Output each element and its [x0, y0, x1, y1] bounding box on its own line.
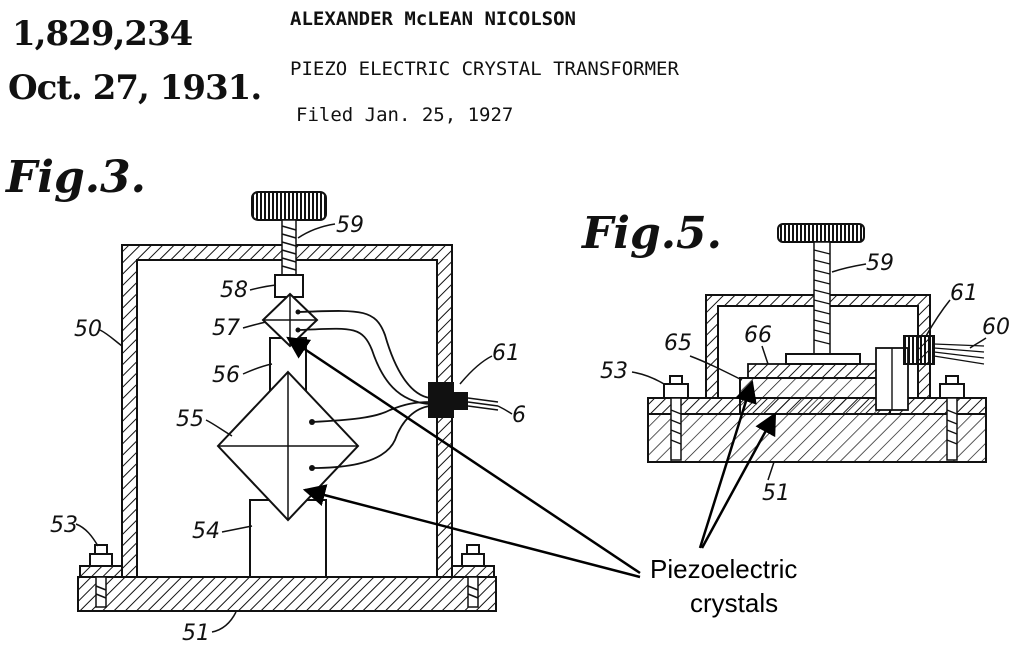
crystals-annotation: Piezoelectric crystals [286, 336, 797, 618]
fig5-housing [705, 294, 931, 399]
fig5-ref-61: 61 [950, 281, 978, 306]
fig5-terminal [903, 335, 985, 365]
arrow-to-fig5-electrode [698, 379, 757, 549]
fig3-lead-wires [297, 310, 431, 469]
annotation-line2: crystals [690, 588, 778, 618]
fig3-ref-54: 54 [192, 519, 220, 544]
fig3-connector [428, 382, 499, 418]
inventor-name: ALEXANDER McLEAN NICOLSON [290, 8, 576, 30]
fig3-bolt-right [451, 544, 495, 608]
fig5-ref-65: 65 [664, 331, 692, 356]
patent-title: PIEZO ELECTRIC CRYSTAL TRANSFORMER [290, 58, 679, 80]
fig5-ref-51: 51 [762, 481, 790, 506]
annotation-line1: Piezoelectric [650, 554, 797, 584]
fig3-base [77, 576, 497, 612]
fig3-ref-57: 57 [212, 316, 240, 341]
fig5-electrode-plate [747, 363, 887, 379]
fig5-bolt-right [939, 375, 965, 461]
fig5-label: Fig.5. [580, 208, 722, 259]
fig5-reference-numerals: 59 61 60 66 65 53 51 [600, 251, 1010, 506]
fig3-ref-53: 53 [50, 513, 78, 538]
fig5-crystal-block [739, 377, 891, 415]
fig3-ref-58: 58 [220, 278, 248, 303]
fig3-bolt-left [79, 544, 123, 608]
patent-date: Oct. 27, 1931. [8, 68, 262, 108]
arrow-to-fig5-crystal [700, 412, 777, 549]
fig3-ref-56: 56 [212, 363, 240, 388]
fig5-adjusting-screw [777, 223, 865, 365]
fig5-ref-53: 53 [600, 359, 628, 384]
fig3-reference-numerals: 59 58 57 56 55 54 50 51 53 61 6 [50, 213, 526, 646]
fig5-ref-59: 59 [866, 251, 894, 276]
filing-date: Filed Jan. 25, 1927 [296, 104, 514, 126]
arrow-to-fig3-small-crystal [286, 336, 641, 575]
fig3-ref-61: 61 [492, 341, 520, 366]
fig5-ref-66: 66 [744, 323, 772, 348]
arrow-to-fig3-large-crystal [302, 484, 641, 579]
fig3-ref-6: 6 [512, 403, 526, 428]
fig3-ref-55: 55 [176, 407, 204, 432]
fig5-base [647, 413, 987, 463]
fig3-adjusting-screw [251, 191, 327, 276]
fig3-label: Fig.3. [4, 152, 146, 203]
fig3-ref-51: 51 [182, 621, 210, 646]
fig3-ref-59: 59 [336, 213, 364, 238]
fig5-ref-60: 60 [982, 315, 1010, 340]
fig3-ref-50: 50 [74, 317, 102, 342]
fig5-drawing: Fig.5. [580, 208, 1010, 506]
patent-number: 1,829,234 [12, 14, 193, 54]
fig3-drawing: Fig.3. [4, 152, 526, 646]
fig5-bolt-left [663, 375, 689, 461]
